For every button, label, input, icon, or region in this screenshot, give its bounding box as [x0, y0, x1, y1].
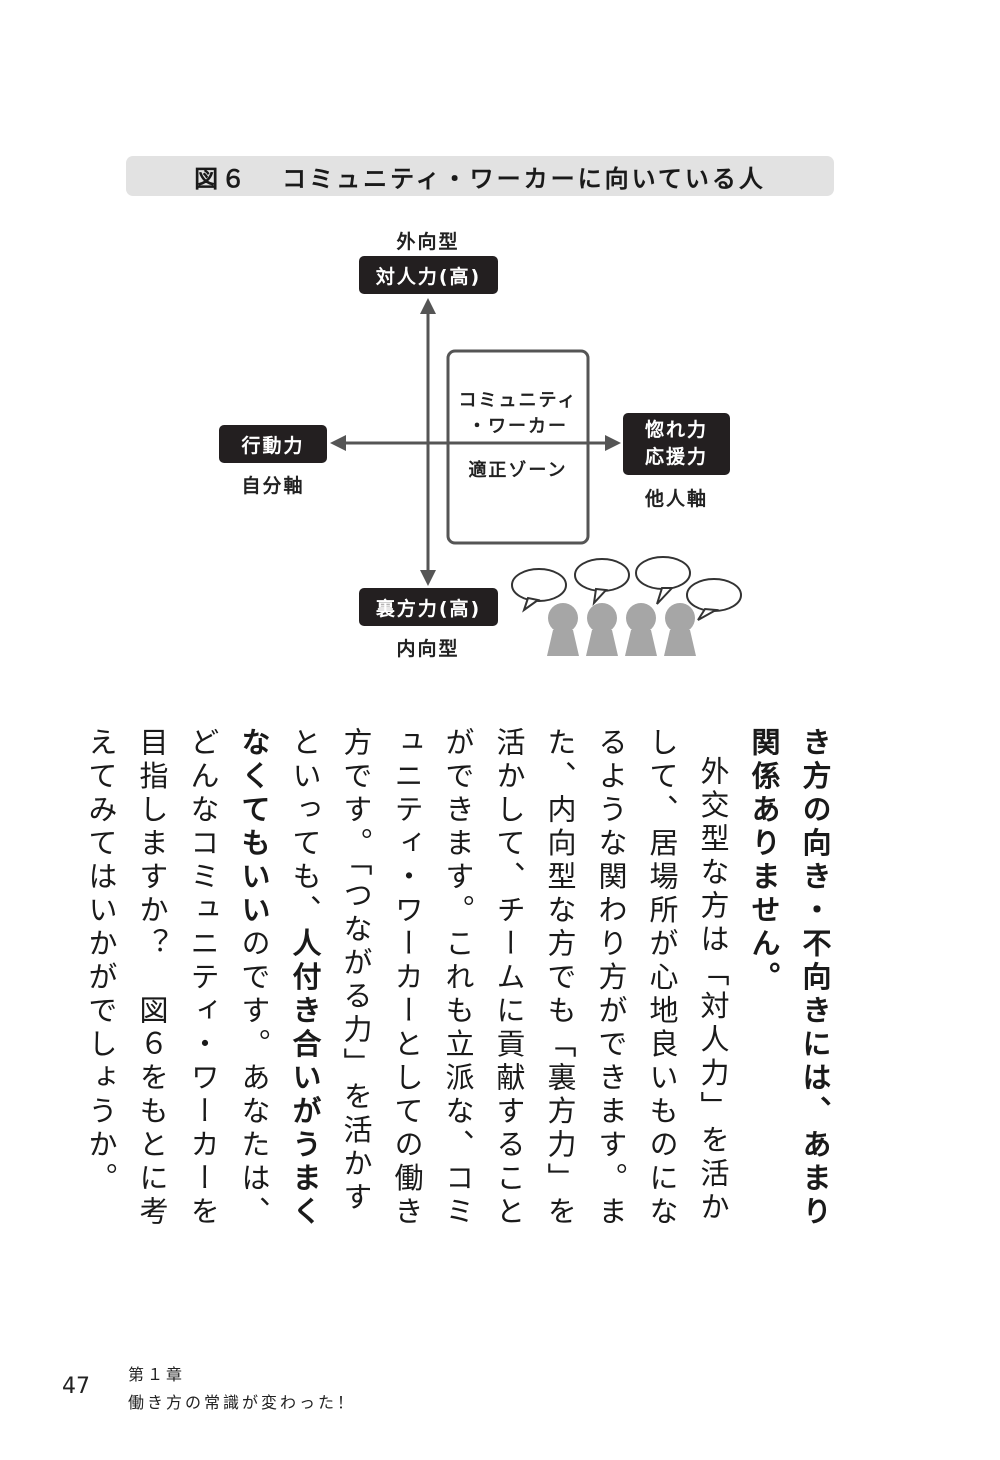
- figure-title: コミュニティ・ワーカーに向いている人: [282, 164, 766, 193]
- zone-title-line2: ・ワーカー: [468, 416, 568, 437]
- paragraph-2-text-a: 外交型な方は「対人力」を活かして、居場所が心地良いものになるような関わり方ができ…: [288, 727, 730, 1230]
- paragraph-1-bold: き方の向き・不向きには、あまり関係ありません。: [747, 727, 832, 1230]
- right-box-line2: 応援力: [644, 446, 708, 468]
- zone-subtitle: 適正ゾーン: [468, 460, 568, 481]
- top-box-interpersonal: 対人力(高): [359, 256, 498, 294]
- paragraph-2-bold: 人付き合いがうまくなくてもいい: [237, 727, 322, 1230]
- zone-title-line1: コミュニティ: [458, 390, 578, 411]
- paragraph-2: 外交型な方は「対人力」を活かして、居場所が心地良いものになるような関わり方ができ…: [75, 727, 738, 1237]
- paragraph-1: き方の向き・不向きには、あまり関係ありません。: [738, 727, 840, 1237]
- arrow-left-icon: [330, 435, 346, 451]
- figure-number: 図６: [194, 164, 249, 193]
- left-box-action: 行動力: [219, 425, 327, 463]
- top-axis-label: 外向型: [396, 231, 460, 253]
- figure-title-bar: 図６ コミュニティ・ワーカーに向いている人: [126, 156, 834, 196]
- right-box-support: 惚れ力 応援力: [623, 413, 730, 475]
- chapter-info: 第１章 働き方の常識が変わった！: [128, 1361, 356, 1417]
- paragraph-2-text-c: のです。あなたは、どんなコミュニティ・ワーカーを目指しますか？ 図６をもとに考え…: [84, 727, 271, 1230]
- bottom-axis-label: 内向型: [396, 638, 460, 660]
- arrow-up-icon: [420, 298, 436, 314]
- people-with-speech-bubbles-icon: [511, 556, 742, 656]
- right-box-line1: 惚れ力: [644, 419, 708, 441]
- diagram-graphics: [330, 298, 742, 656]
- chapter-number: 第１章: [128, 1365, 186, 1384]
- left-axis-label: 自分軸: [241, 475, 305, 497]
- page-number: 47: [62, 1374, 90, 1399]
- zone-rectangle: [446, 349, 590, 545]
- chapter-title: 働き方の常識が変わった！: [128, 1393, 357, 1412]
- bottom-box-backstage: 裏方力(高): [359, 588, 498, 626]
- body-text: き方の向き・不向きには、あまり関係ありません。 外交型な方は「対人力」を活かして…: [75, 727, 840, 1237]
- arrow-right-icon: [605, 435, 621, 451]
- arrow-down-icon: [420, 570, 436, 586]
- right-axis-label: 他人軸: [644, 488, 708, 510]
